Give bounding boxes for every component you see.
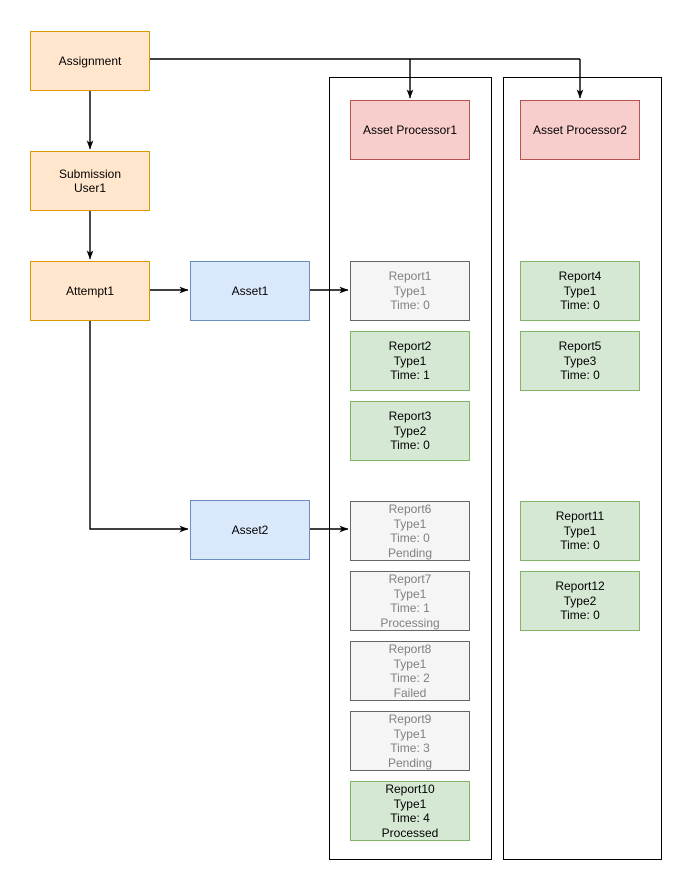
report-card-report6[interactable]: Report6 Type1 Time: 0 Pending — [350, 501, 470, 561]
report-time: Time: 1 — [390, 601, 430, 615]
report-time: Time: 1 — [390, 368, 430, 383]
report-type: Type1 — [393, 586, 427, 601]
report-name: Report9 — [388, 712, 432, 726]
report-status: Processed — [381, 825, 439, 840]
node-asset2[interactable]: Asset2 — [190, 500, 310, 560]
report-type: Type1 — [563, 523, 597, 538]
asset-processor-2-container — [503, 77, 662, 860]
report-type: Type1 — [393, 656, 427, 671]
report-type: Type2 — [563, 593, 597, 608]
report-type: Type1 — [563, 283, 597, 298]
report-type: Type1 — [393, 726, 427, 741]
report-name: Report11 — [555, 509, 605, 524]
report-time: Time: 0 — [390, 298, 430, 313]
node-asset-processor-1[interactable]: Asset Processor1 — [350, 100, 470, 160]
report-name: Report12 — [555, 579, 605, 594]
report-name: Report3 — [388, 409, 432, 424]
report-card-report7[interactable]: Report7 Type1 Time: 1 Processing — [350, 571, 470, 631]
report-card-report10[interactable]: Report10 Type1 Time: 4 Processed — [350, 781, 470, 841]
report-type: Type3 — [563, 353, 597, 368]
report-time: Time: 0 — [390, 531, 430, 545]
attempt1-label: Attempt1 — [65, 283, 115, 298]
report-time: Time: 0 — [560, 538, 600, 553]
report-status: Processing — [380, 615, 440, 630]
report-card-report4[interactable]: Report4 Type1 Time: 0 — [520, 261, 640, 321]
report-status: Pending — [387, 755, 433, 770]
report-card-report2[interactable]: Report2 Type1 Time: 1 — [350, 331, 470, 391]
report-card-report8[interactable]: Report8 Type1 Time: 2 Failed — [350, 641, 470, 701]
report-time: Time: 0 — [560, 608, 600, 623]
node-submission[interactable]: Submission User1 — [30, 151, 150, 211]
node-attempt1[interactable]: Attempt1 — [30, 261, 150, 321]
report-time: Time: 0 — [560, 298, 600, 313]
report-name: Report4 — [558, 269, 602, 284]
report-time: Time: 0 — [390, 438, 430, 453]
node-assignment[interactable]: Assignment — [30, 31, 150, 91]
report-name: Report6 — [388, 502, 432, 516]
asset2-label: Asset2 — [231, 522, 269, 537]
report-name: Report2 — [388, 339, 432, 354]
report-name: Report8 — [388, 642, 432, 656]
report-card-report3[interactable]: Report3 Type2 Time: 0 — [350, 401, 470, 461]
report-status: Pending — [387, 545, 433, 560]
asset-processor-1-label: Asset Processor1 — [362, 122, 458, 137]
report-card-report1[interactable]: Report1 Type1 Time: 0 — [350, 261, 470, 321]
report-type: Type1 — [393, 353, 427, 368]
report-name: Report1 — [388, 269, 432, 284]
report-card-report9[interactable]: Report9 Type1 Time: 3 Pending — [350, 711, 470, 771]
asset-processor-2-label: Asset Processor2 — [532, 122, 628, 137]
assignment-label: Assignment — [58, 53, 122, 68]
report-time: Time: 2 — [390, 671, 430, 685]
report-name: Report10 — [385, 782, 435, 796]
report-type: Type2 — [393, 423, 427, 438]
report-card-report12[interactable]: Report12 Type2 Time: 0 — [520, 571, 640, 631]
report-type: Type1 — [393, 796, 427, 811]
node-asset-processor-2[interactable]: Asset Processor2 — [520, 100, 640, 160]
report-name: Report7 — [388, 572, 432, 586]
report-status: Failed — [393, 685, 427, 700]
report-card-report5[interactable]: Report5 Type3 Time: 0 — [520, 331, 640, 391]
report-name: Report5 — [558, 339, 602, 354]
report-time: Time: 3 — [390, 741, 430, 755]
report-type: Type1 — [393, 283, 427, 298]
submission-label-line2: User1 — [73, 181, 106, 195]
report-card-report11[interactable]: Report11 Type1 Time: 0 — [520, 501, 640, 561]
asset1-label: Asset1 — [231, 283, 269, 298]
node-asset1[interactable]: Asset1 — [190, 261, 310, 321]
report-time: Time: 0 — [560, 368, 600, 383]
submission-label-line1: Submission — [58, 166, 122, 181]
report-time: Time: 4 — [390, 811, 430, 825]
report-type: Type1 — [393, 516, 427, 531]
